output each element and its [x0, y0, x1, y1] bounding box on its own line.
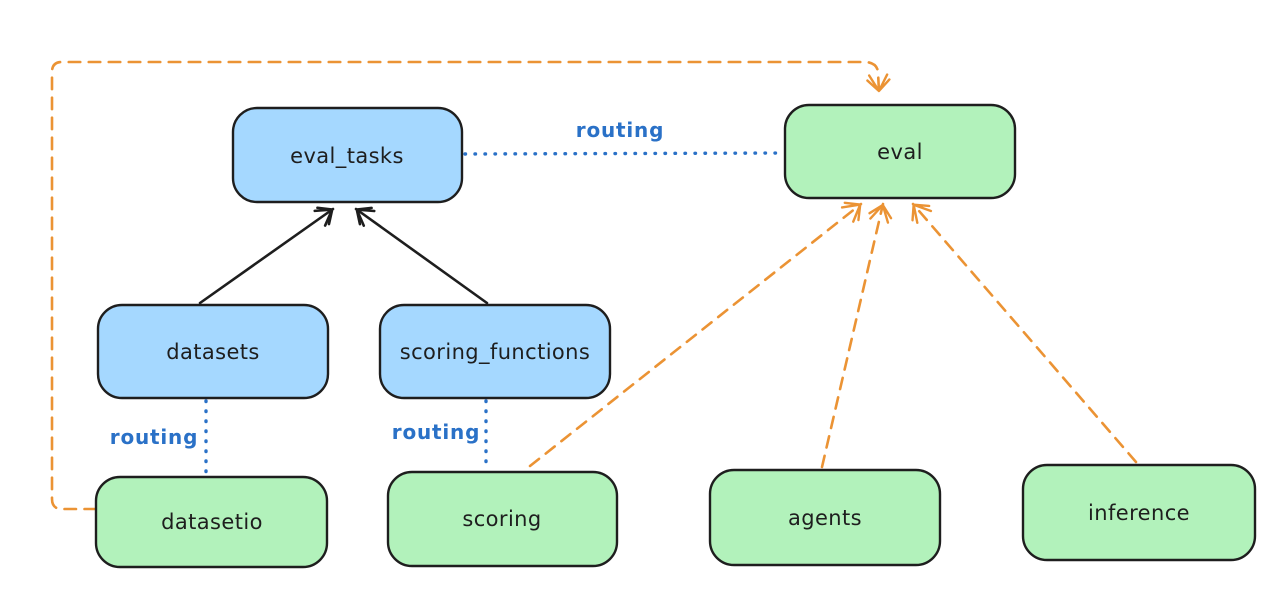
node-datasetio-box	[94, 475, 329, 569]
routing-label-scoring-functions-scoring: routing	[392, 420, 480, 444]
node-datasets-label: datasets	[166, 340, 260, 364]
node-agents: agents	[708, 468, 942, 567]
routing-label-datasets-datasetio: routing	[110, 425, 198, 449]
node-eval-tasks: eval_tasks	[231, 106, 464, 204]
edge-scoring-functions-to-eval-tasks	[354, 206, 489, 305]
edge-inference-to-eval	[911, 202, 1138, 464]
node-scoring-functions: scoring_functions	[378, 303, 612, 400]
node-scoring-box	[386, 470, 619, 568]
node-inference-box	[1021, 463, 1257, 562]
node-scoring: scoring	[386, 470, 619, 568]
node-datasetio: datasetio	[94, 475, 329, 569]
node-eval-tasks-box	[231, 106, 464, 204]
node-datasets-box	[96, 303, 330, 400]
node-eval: eval	[783, 103, 1017, 200]
node-agents-box	[708, 468, 942, 567]
node-layer: eval_tasks eval datasets scoring_functio…	[94, 103, 1257, 569]
node-inference-label: inference	[1088, 501, 1190, 525]
edge-scoring-to-eval	[528, 201, 863, 468]
edge-eval-tasks-to-eval	[463, 151, 785, 156]
node-eval-tasks-label: eval_tasks	[290, 144, 404, 169]
edge-layer: routing routing routing	[50, 60, 1138, 511]
edge-datasetio-to-eval	[50, 60, 891, 511]
node-scoring-label: scoring	[462, 507, 541, 531]
node-eval-box	[783, 103, 1017, 200]
edge-datasets-to-eval-tasks	[198, 206, 335, 305]
node-agents-label: agents	[788, 506, 862, 530]
node-inference: inference	[1021, 463, 1257, 562]
routing-label-eval-tasks-eval: routing	[576, 118, 664, 142]
node-scoring-functions-box	[378, 303, 612, 400]
edge-agents-to-eval	[820, 202, 893, 469]
node-datasetio-label: datasetio	[161, 510, 263, 534]
node-scoring-functions-label: scoring_functions	[400, 340, 590, 365]
node-eval-label: eval	[877, 140, 923, 164]
node-datasets: datasets	[96, 303, 330, 400]
